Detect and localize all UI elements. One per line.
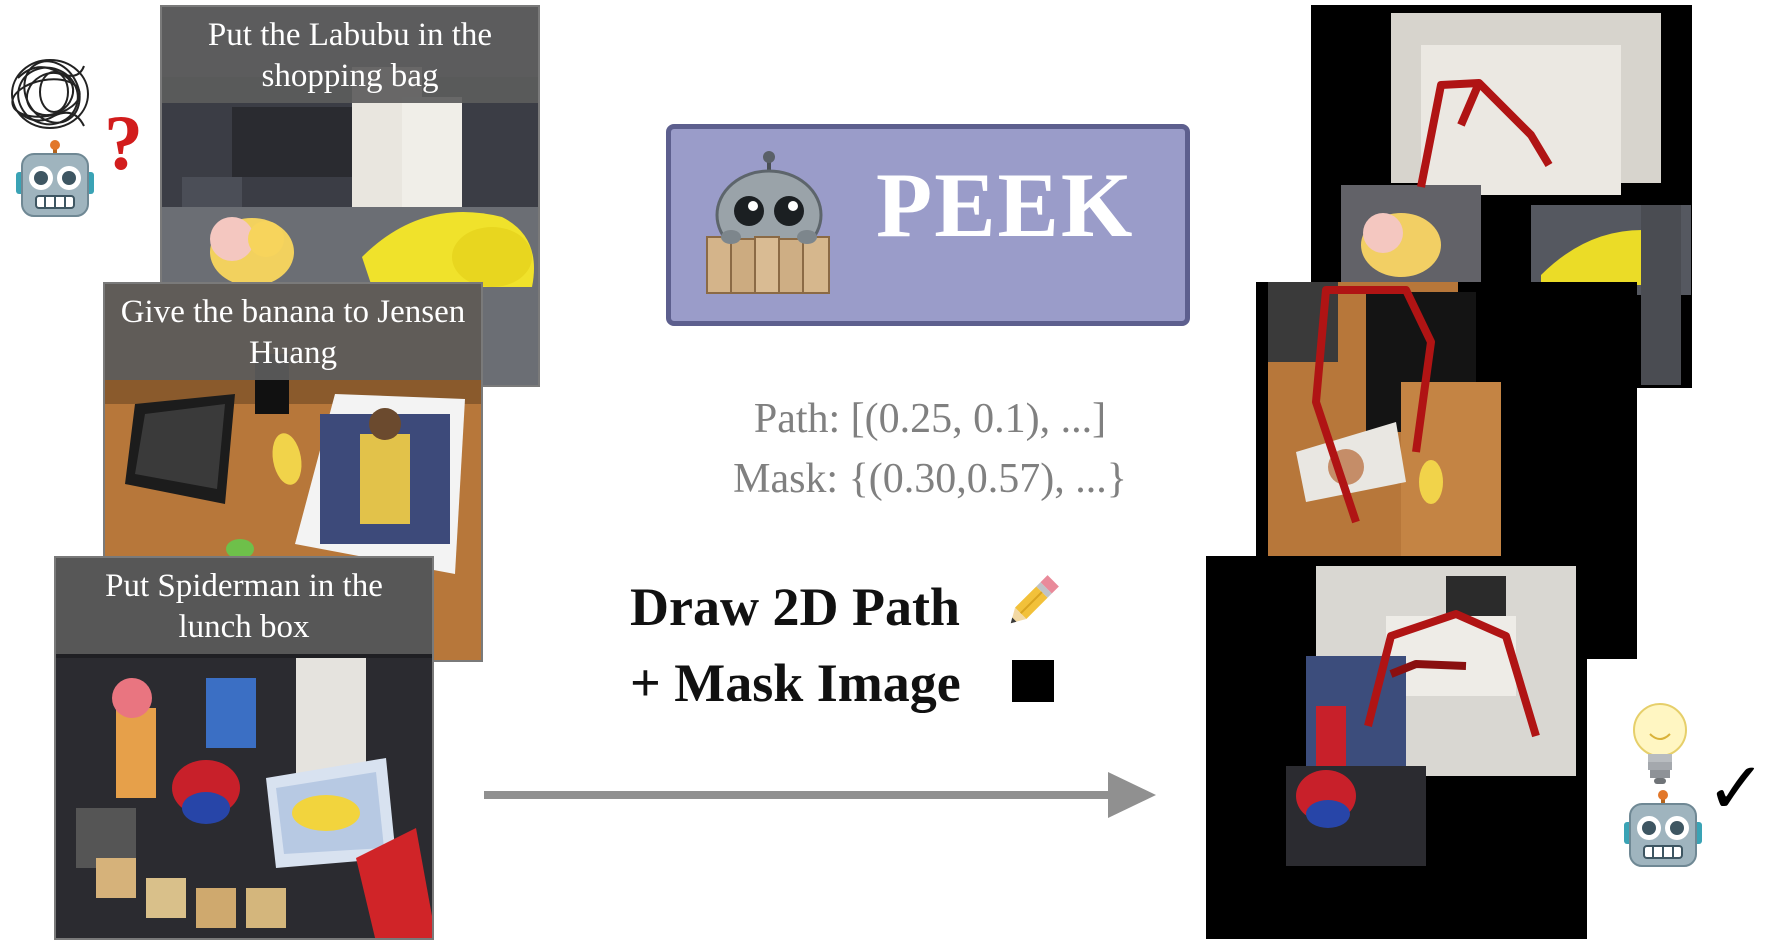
mask-image-label: + Mask Image — [630, 653, 961, 713]
peek-title: PEEK — [876, 154, 1135, 256]
result-masked-photo-1 — [1341, 13, 1691, 385]
question-mark-icon: ? — [104, 99, 143, 186]
mask-output-text: Mask: {(0.30,0.57), ...} — [733, 456, 1127, 502]
peek-robot-fence-icon — [706, 151, 830, 294]
task-card-spiderman: Put Spiderman in the lunch box — [54, 556, 434, 940]
robot-confused-icon — [16, 140, 94, 217]
task-caption-3: Put Spiderman in the lunch box — [56, 558, 432, 654]
path-output-text: Path: [(0.25, 0.1), ...] — [753, 396, 1107, 442]
peek-logo-box: PEEK — [666, 124, 1190, 326]
flow-arrow — [484, 772, 1156, 818]
result-panel-banana — [1256, 282, 1637, 659]
checkmark-icon: ✓ — [1706, 746, 1767, 830]
result-panel-spiderman — [1206, 556, 1587, 939]
lightbulb-icon — [1633, 703, 1687, 784]
black-square-icon — [1012, 660, 1054, 702]
result-masked-photo-3 — [1286, 566, 1576, 866]
robot-confident-icon — [1624, 790, 1702, 867]
task-caption-1: Put the Labubu in the shopping bag — [162, 7, 538, 103]
pencil-icon — [1010, 575, 1059, 624]
task-caption-2: Give the banana to Jensen Huang — [105, 284, 481, 380]
draw-path-label: Draw 2D Path — [630, 577, 960, 637]
scribble-thought-icon — [11, 59, 89, 129]
